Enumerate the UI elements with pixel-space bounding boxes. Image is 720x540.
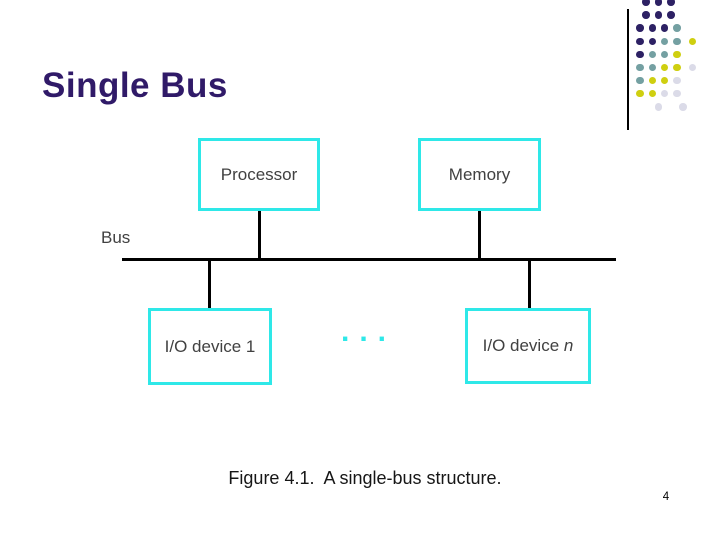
decor-dot xyxy=(673,63,681,72)
decor-dot xyxy=(654,0,663,6)
bus-line xyxy=(122,258,616,261)
decor-dot xyxy=(636,76,644,85)
io-device-n-box: I/O device n xyxy=(465,308,591,384)
processor-connector-line xyxy=(258,211,261,260)
decor-dot xyxy=(654,11,663,19)
decor-dot xyxy=(636,37,644,46)
decor-dot xyxy=(679,103,687,111)
decor-dot xyxy=(688,37,697,46)
ellipsis-dots: ... xyxy=(341,315,397,348)
io-device-1-box: I/O device 1 xyxy=(148,308,272,385)
decor-dot xyxy=(642,0,650,6)
decor-dot xyxy=(660,89,669,98)
decor-dot xyxy=(648,89,657,98)
memory-box: Memory xyxy=(418,138,541,211)
decor-dot xyxy=(667,11,675,19)
slide-number: 4 xyxy=(662,491,670,503)
decor-vertical-rule xyxy=(627,9,629,130)
io-device-n-connector-line xyxy=(528,259,531,309)
decor-dot xyxy=(673,50,681,59)
decor-dot xyxy=(660,63,669,72)
figure-caption: Figure 4.1. A single-bus structure. xyxy=(228,468,502,488)
bus-label: Bus xyxy=(101,228,131,247)
decor-dot xyxy=(673,37,681,46)
decor-dot xyxy=(636,24,644,32)
decor-dot xyxy=(648,50,657,59)
decor-dot xyxy=(660,24,669,32)
io-device-1-label: I/O device 1 xyxy=(164,336,256,356)
decor-dot xyxy=(648,37,657,46)
io-device-n-label-prefix: I/O device xyxy=(482,336,564,355)
slide-title: Single Bus xyxy=(42,66,228,105)
processor-box: Processor xyxy=(198,138,320,211)
decor-dot xyxy=(673,89,681,98)
decor-dot xyxy=(636,89,644,98)
decor-dot xyxy=(660,50,669,59)
memory-label: Memory xyxy=(448,164,511,184)
io-device-n-label: I/O device n xyxy=(483,336,574,356)
decor-dot xyxy=(660,76,669,85)
decor-dot xyxy=(688,63,697,72)
decor-dot xyxy=(642,11,650,19)
decor-dot xyxy=(636,50,644,59)
decor-dot xyxy=(648,63,657,72)
decor-dot xyxy=(673,76,681,85)
decor-dot xyxy=(660,37,669,46)
decor-dot xyxy=(673,24,681,32)
processor-label: Processor xyxy=(220,164,298,184)
decor-dot xyxy=(654,103,663,111)
decor-dot xyxy=(648,76,657,85)
decor-dot xyxy=(636,63,644,72)
io-device-1-connector-line xyxy=(208,259,211,309)
decor-dot xyxy=(648,24,657,32)
io-device-n-label-suffix: n xyxy=(563,336,574,355)
memory-connector-line xyxy=(478,211,481,260)
decor-dot xyxy=(667,0,675,6)
